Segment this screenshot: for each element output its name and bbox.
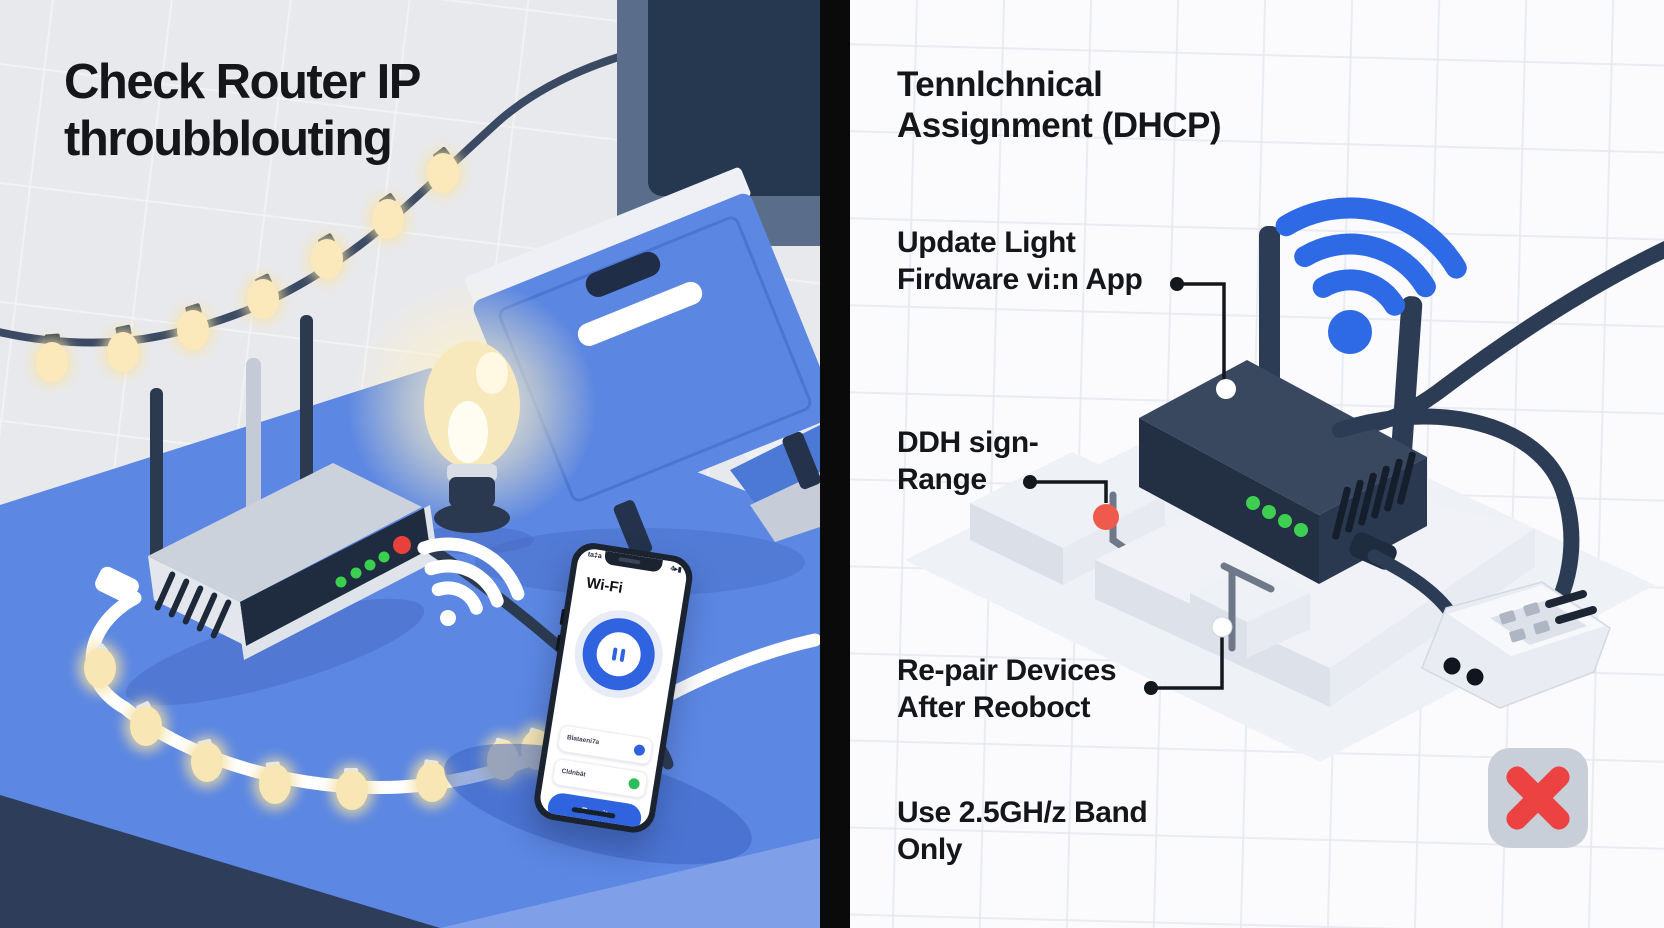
connector-endpoint-dot xyxy=(1023,475,1037,489)
toggle-dot-green xyxy=(627,777,641,791)
router-antenna xyxy=(246,358,261,546)
connector-range xyxy=(1030,480,1108,503)
left-scene-illustration xyxy=(0,0,820,928)
router-antenna xyxy=(150,388,163,566)
right-panel: Tennlchnical Assignment (DHCP) Update Li… xyxy=(850,0,1664,928)
settings-row-label: Cldnbāt xyxy=(561,767,587,779)
callout-connectors xyxy=(1030,282,1226,690)
callout-band-only: Use 2.5GH/z Band Only xyxy=(897,796,1148,866)
loop-cable xyxy=(1332,408,1580,636)
power-strip xyxy=(1421,581,1611,709)
left-panel: Check Router IP throubblouting ta‡a 4▸▮ … xyxy=(0,0,820,928)
wifi-ring-blue xyxy=(577,613,660,696)
smart-lamp xyxy=(347,280,597,554)
router-right xyxy=(1139,360,1427,584)
callout-update-firmware: Update Light Firdware vi:n App xyxy=(897,226,1143,296)
red-marker-dot xyxy=(1093,504,1119,530)
string-lights-top xyxy=(0,51,627,387)
callout-repair-devices: Re-pair Devices After Reoboct xyxy=(897,654,1117,724)
panel-divider xyxy=(820,0,850,928)
wifi-icon-blue xyxy=(1275,197,1467,354)
router-status-leds xyxy=(335,536,411,588)
speaker-slit xyxy=(618,557,641,565)
router-antenna xyxy=(300,315,313,527)
connector-endpoint-dot xyxy=(1144,681,1158,695)
drawer-handle-notch xyxy=(585,251,661,297)
error-x-icon xyxy=(1488,748,1588,848)
white-marker-dot xyxy=(1211,616,1233,638)
settings-row-label: Blataeni7a xyxy=(566,734,600,747)
section-title: Tennlchnical Assignment (DHCP) xyxy=(897,64,1222,146)
callout-signal-range: DDH sign- Range xyxy=(897,426,1039,496)
router-vents xyxy=(1332,451,1416,540)
section-title-line2: Assignment (DHCP) xyxy=(897,106,1222,145)
phone-status-left: ta‡a xyxy=(587,551,603,561)
section-title-line1: Tennlchnical xyxy=(897,65,1103,104)
wifi-icon-white xyxy=(417,537,525,626)
phone-status-right: 4▸▮ xyxy=(669,565,683,574)
pause-icon xyxy=(593,629,644,680)
router-left xyxy=(95,315,438,706)
connector-firmware xyxy=(1177,282,1226,380)
outlet-slot xyxy=(1555,606,1597,624)
toggle-dot-blue xyxy=(633,743,646,757)
tv xyxy=(617,0,820,246)
page-title-line2: throubblouting xyxy=(64,112,393,166)
socket-hole xyxy=(1443,657,1461,675)
socket-hole xyxy=(1466,668,1484,686)
page-title: Check Router IP throubblouting xyxy=(64,54,421,168)
right-scene-illustration xyxy=(905,197,1664,848)
phone-screen-title: Wi-Fi xyxy=(585,574,624,597)
connector-repair xyxy=(1151,637,1224,690)
white-marker-dot xyxy=(1216,379,1236,399)
router-antenna xyxy=(1390,296,1423,474)
phone-notch xyxy=(603,550,663,573)
page-title-line1: Check Router IP xyxy=(64,55,421,109)
router-vents xyxy=(154,571,232,639)
outlet-slot xyxy=(1545,590,1587,608)
router-status-leds xyxy=(1246,496,1308,537)
power-plug xyxy=(95,566,139,604)
drawer-handle xyxy=(577,281,703,346)
connector-endpoint-dot xyxy=(1170,277,1184,291)
wifi-toggle-ring xyxy=(568,603,670,705)
string-light-bulbs xyxy=(31,148,464,387)
